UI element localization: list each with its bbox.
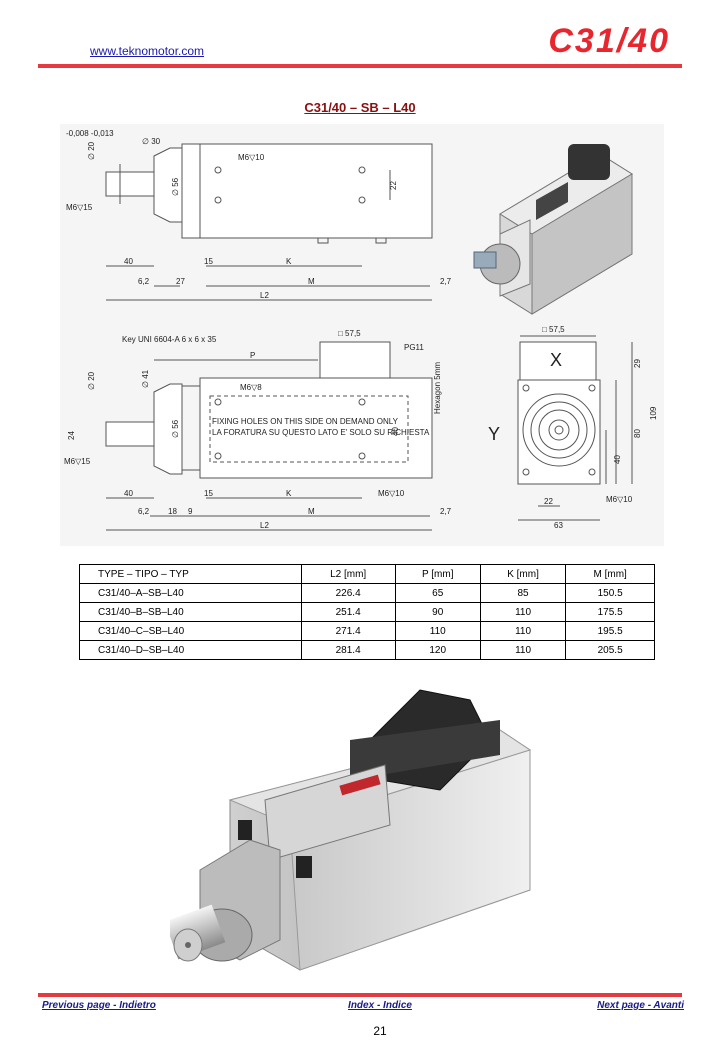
dim-top-l2: L2 (260, 291, 269, 300)
technical-drawing: ∅ 30 ∅ 20 -0,008 -0,013 ∅ 56 M6▽10 M6▽15… (60, 124, 664, 546)
cell-type: C31/40–A–SB–L40 (79, 583, 302, 603)
dim-top-tolerance: -0,008 -0,013 (66, 129, 114, 138)
dim-side-m6-10: M6▽10 (378, 489, 405, 498)
cell-type: C31/40–C–SB–L40 (79, 621, 302, 641)
cell-m: 205.5 (565, 640, 655, 660)
dim-side-m6-8: M6▽8 (240, 383, 262, 392)
dim-side-d18: 18 (168, 507, 177, 516)
dim-side-d27: 2,7 (440, 507, 452, 516)
dim-top-d20: ∅ 20 (87, 141, 96, 160)
drawing-note-en: FIXING HOLES ON THIS SIDE ON DEMAND ONLY (212, 417, 399, 426)
header-divider (38, 64, 682, 68)
cell-k: 110 (479, 602, 567, 622)
dim-top-k: K (286, 257, 292, 266)
motor-photo (164, 680, 540, 980)
cell-l2: 271.4 (300, 621, 396, 641)
axis-y-label: Y (488, 424, 500, 444)
previous-page-link[interactable]: Previous page - Indietro (42, 1000, 156, 1011)
section-title: C31/40 – SB – L40 (304, 100, 416, 115)
dim-top-d22: 22 (389, 181, 398, 190)
cell-p: 120 (394, 640, 481, 660)
dim-side-d41: ∅ 41 (141, 369, 150, 388)
dim-side-pg11: PG11 (404, 343, 424, 352)
dim-top-d40: 40 (124, 257, 133, 266)
dim-top-m6-10: M6▽10 (238, 153, 265, 162)
dim-top-d30: ∅ 30 (142, 137, 161, 146)
table-row: C31/40–B–SB–L40 251.4 90 110 175.5 (79, 602, 655, 622)
col-type: TYPE – TIPO – TYP (79, 564, 302, 584)
dim-front-d109: 109 (649, 406, 658, 420)
table-row: C31/40–A–SB–L40 226.4 65 85 150.5 (79, 583, 655, 603)
footer-divider (38, 993, 682, 997)
page-code: C31/40 (548, 22, 670, 60)
dim-side-key: Key UNI 6604-A 6 x 6 x 35 (122, 335, 217, 344)
cell-m: 195.5 (565, 621, 655, 641)
dim-top-d62: 6,2 (138, 277, 150, 286)
dim-top-d27: 27 (176, 277, 185, 286)
drawing-note-it: LA FORATURA SU QUESTO LATO E' SOLO SU RI… (212, 428, 430, 437)
dim-front-d63: 63 (554, 521, 563, 530)
dim-front-sq575: □ 57,5 (542, 325, 565, 334)
dim-front-d29: 29 (633, 359, 642, 368)
col-l2: L2 [mm] (300, 564, 396, 584)
col-k: K [mm] (479, 564, 567, 584)
dim-side-k: K (286, 489, 292, 498)
dim-side-l2: L2 (260, 521, 269, 530)
cell-type: C31/40–D–SB–L40 (79, 640, 302, 660)
dim-side-d40: 40 (124, 489, 133, 498)
dim-front-d22: 22 (544, 497, 553, 506)
cell-p: 110 (394, 621, 481, 641)
cell-k: 85 (479, 583, 567, 603)
dim-side-d24: 24 (67, 431, 76, 440)
dim-side-m6-15: M6▽15 (64, 457, 91, 466)
next-page-link[interactable]: Next page - Avanti (597, 1000, 684, 1011)
dim-side-p: P (250, 351, 255, 360)
dim-top-d56: ∅ 56 (171, 177, 180, 196)
cell-m: 150.5 (565, 583, 655, 603)
axis-x-label: X (550, 350, 562, 370)
dim-side-d56: ∅ 56 (171, 419, 180, 438)
cell-l2: 251.4 (300, 602, 396, 622)
website-link[interactable]: www.teknomotor.com (90, 44, 205, 58)
index-link[interactable]: Index - Indice (348, 1000, 412, 1011)
dim-top-d27b: 2,7 (440, 277, 452, 286)
dim-top-d15: 15 (204, 257, 213, 266)
cell-p: 90 (394, 602, 481, 622)
dim-top-m6-15: M6▽15 (66, 203, 93, 212)
cell-m: 175.5 (565, 602, 655, 622)
cell-k: 110 (479, 640, 567, 660)
dim-front-d80: 80 (633, 429, 642, 438)
col-p: P [mm] (394, 564, 481, 584)
dim-side-hexagon: Hexagon 5mm (433, 362, 442, 414)
dim-side-d40v: 40 (391, 427, 400, 436)
dim-side-d20: ∅ 20 (87, 371, 96, 390)
cell-l2: 281.4 (300, 640, 396, 660)
dim-side-d62: 6,2 (138, 507, 150, 516)
dim-side-d15: 15 (204, 489, 213, 498)
dim-side-m: M (308, 507, 315, 516)
table-row: C31/40–C–SB–L40 271.4 110 110 195.5 (79, 621, 655, 641)
dim-front-d40: 40 (613, 455, 622, 464)
dim-side-d9: 9 (188, 507, 193, 516)
cell-p: 65 (394, 583, 481, 603)
table-header-row: TYPE – TIPO – TYP L2 [mm] P [mm] K [mm] … (79, 564, 655, 584)
cell-type: C31/40–B–SB–L40 (79, 602, 302, 622)
col-m: M [mm] (565, 564, 655, 584)
dim-top-m: M (308, 277, 315, 286)
cell-l2: 226.4 (300, 583, 396, 603)
dim-side-sq575: □ 57,5 (338, 329, 361, 338)
table-row: C31/40–D–SB–L40 281.4 120 110 205.5 (79, 640, 655, 660)
spec-table: TYPE – TIPO – TYP L2 [mm] P [mm] K [mm] … (79, 564, 655, 660)
dim-front-m6-10: M6▽10 (606, 495, 633, 504)
page-number: 21 (373, 1024, 387, 1038)
cell-k: 110 (479, 621, 567, 641)
